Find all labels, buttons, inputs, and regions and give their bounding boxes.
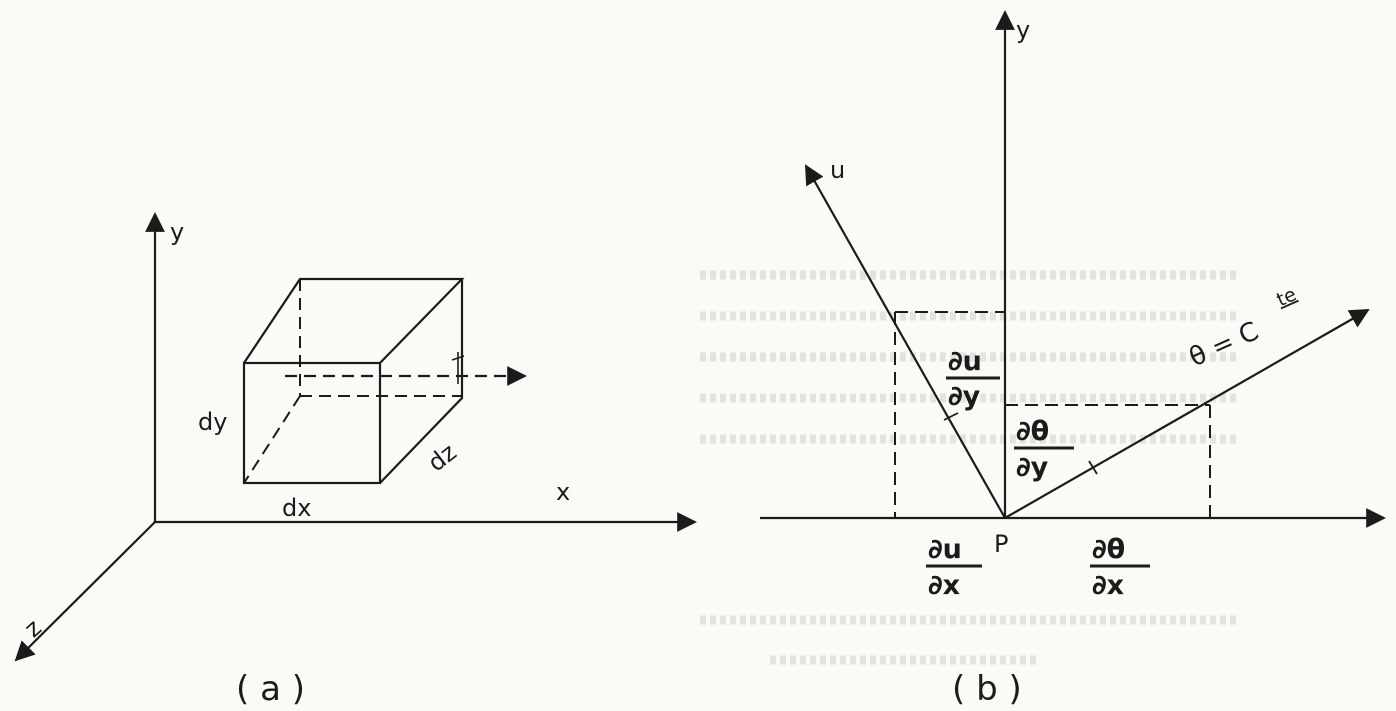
svg-text:∂x: ∂x	[928, 570, 960, 601]
u-label: u	[830, 156, 845, 184]
du-dx-fraction: ∂u ∂x	[926, 534, 982, 601]
b-y-label: y	[1016, 16, 1030, 44]
a-z-label: z	[19, 614, 47, 643]
svg-text:∂y: ∂y	[1016, 452, 1049, 483]
svg-text:∂u: ∂u	[928, 534, 962, 565]
theta-const-superscript: te	[1273, 283, 1299, 311]
svg-text:∂x: ∂x	[1092, 570, 1124, 601]
a-dy-label: dy	[198, 408, 227, 436]
u-vector	[805, 164, 1006, 519]
a-dz-label: dz	[423, 438, 462, 477]
b-caption: ( b )	[952, 669, 1022, 709]
svg-text:∂y: ∂y	[948, 381, 981, 412]
du-dy-fraction: ∂u ∂y	[946, 346, 1000, 412]
theta-projection-box	[1005, 404, 1211, 518]
dtheta-dx-fraction: ∂θ ∂x	[1090, 534, 1150, 601]
a-x-label: x	[556, 478, 570, 506]
svg-text:∂u: ∂u	[948, 346, 982, 377]
volume-element-cube	[242, 277, 527, 485]
a-z-axis	[14, 521, 156, 662]
theta-const-label: θ = C	[1185, 316, 1263, 373]
bleed-through-text	[700, 270, 1240, 665]
svg-text:∂θ: ∂θ	[1092, 534, 1125, 565]
dtheta-dy-fraction: ∂θ ∂y	[1014, 416, 1074, 483]
svg-text:∂θ: ∂θ	[1016, 416, 1049, 447]
figure-a: y x z dx dy dz ( a )	[14, 212, 697, 709]
theta-const-line	[1004, 309, 1370, 519]
a-dx-label: dx	[282, 494, 311, 522]
u-projection-box	[894, 311, 1005, 518]
a-caption: ( a )	[236, 669, 305, 709]
a-y-label: y	[170, 218, 184, 246]
point-p-label: P	[994, 530, 1008, 558]
